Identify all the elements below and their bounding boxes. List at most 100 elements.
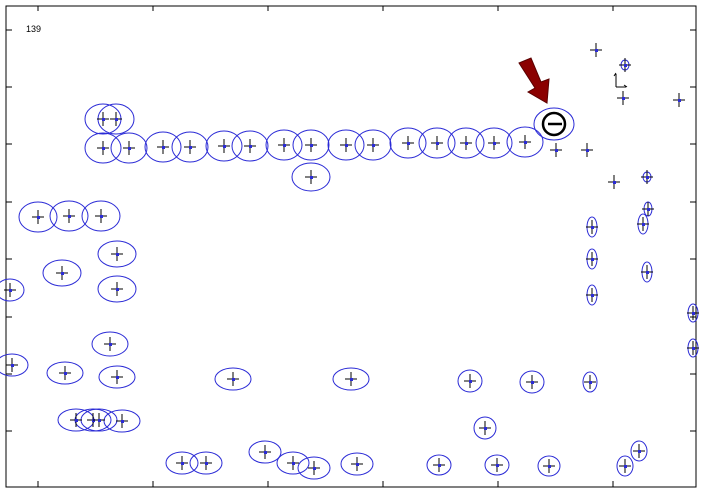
cross-center — [622, 97, 625, 100]
arrow-shape — [518, 57, 550, 104]
track-ellipse — [426, 454, 452, 476]
cross-center — [310, 176, 313, 179]
track-ellipse — [0, 278, 25, 302]
axes-corner-icon — [613, 72, 628, 88]
cross-center — [223, 145, 226, 148]
track-ellipse — [81, 200, 121, 232]
track-ellipse — [537, 455, 561, 477]
point-cross — [184, 140, 196, 154]
highlight-outer-ring — [533, 107, 575, 141]
track-ellipse — [0, 353, 29, 377]
cross-center — [121, 420, 124, 423]
cross-center — [469, 380, 472, 383]
point-cross — [116, 414, 128, 428]
cross-center — [189, 146, 192, 149]
point-cross — [590, 43, 602, 57]
cross-center — [436, 142, 439, 145]
point-cross — [642, 202, 654, 216]
point-cross — [308, 461, 320, 475]
track-ellipse — [630, 440, 648, 462]
cross-center — [205, 462, 208, 465]
cross-center — [292, 462, 295, 465]
track-ellipse — [97, 240, 137, 268]
cross-center — [102, 118, 105, 121]
point-cross — [402, 136, 414, 150]
point-cross — [586, 252, 598, 266]
track-ellipse — [189, 451, 223, 475]
cross-center — [9, 289, 12, 292]
point-cross — [305, 138, 317, 152]
point-cross — [4, 283, 16, 297]
point-cross — [278, 138, 290, 152]
cross-center — [283, 144, 286, 147]
cross-center — [595, 49, 598, 52]
track-ellipse — [332, 367, 370, 391]
cross-center — [356, 463, 359, 466]
cross-center — [591, 258, 594, 261]
cross-center — [75, 419, 78, 422]
track-ellipse — [98, 365, 136, 389]
track-ellipse — [418, 127, 456, 159]
cross-center — [524, 141, 527, 144]
point-cross — [244, 139, 256, 153]
point-cross — [431, 136, 443, 150]
cross-center — [310, 144, 313, 147]
track-ellipse — [457, 369, 483, 393]
cross-center — [11, 364, 14, 367]
track-ellipse — [214, 367, 252, 391]
point-cross — [488, 136, 500, 150]
highlighted-marker — [533, 107, 575, 141]
point-cross — [367, 138, 379, 152]
point-cross — [305, 170, 317, 184]
point-cross — [519, 135, 531, 149]
cross-layer — [4, 43, 699, 475]
point-cross — [479, 421, 491, 435]
cross-center — [181, 462, 184, 465]
down-left-arrow-icon — [518, 57, 550, 104]
point-cross — [584, 375, 596, 389]
point-cross — [70, 413, 82, 427]
point-cross — [104, 337, 116, 351]
cross-center — [372, 144, 375, 147]
cross-center — [646, 271, 649, 274]
cross-center — [64, 372, 67, 375]
cross-center — [642, 223, 645, 226]
cross-center — [624, 64, 627, 67]
track-ellipse — [276, 451, 310, 475]
track-ellipse — [265, 129, 303, 161]
cross-center — [116, 253, 119, 256]
cross-center — [313, 467, 316, 470]
cross-center — [100, 215, 103, 218]
point-cross — [543, 459, 555, 473]
track-ellipse — [519, 370, 545, 394]
cross-center — [264, 451, 267, 454]
track-ellipse — [447, 127, 485, 159]
cross-center — [345, 144, 348, 147]
point-cross — [619, 459, 631, 473]
track-ellipse — [297, 456, 331, 480]
track-ellipse — [327, 129, 365, 161]
point-cross — [619, 58, 631, 72]
point-cross — [351, 457, 363, 471]
cross-center — [647, 208, 650, 211]
point-cross — [218, 139, 230, 153]
ellipse-layer — [0, 59, 699, 480]
point-cross — [340, 138, 352, 152]
cross-center — [232, 378, 235, 381]
track-ellipse — [165, 451, 199, 475]
track-ellipse — [91, 331, 129, 357]
track-ellipse — [84, 132, 122, 164]
point-cross — [586, 288, 598, 302]
point-cross — [111, 282, 123, 296]
cross-center — [116, 376, 119, 379]
cross-center — [591, 294, 594, 297]
point-cross — [97, 112, 109, 126]
cross-center — [589, 381, 592, 384]
point-cross — [93, 413, 105, 427]
axis-ticks — [6, 6, 696, 487]
point-cross — [259, 445, 271, 459]
point-cross — [227, 372, 239, 386]
cross-center — [407, 142, 410, 145]
cross-center — [465, 142, 468, 145]
plot-frame — [5, 5, 697, 488]
